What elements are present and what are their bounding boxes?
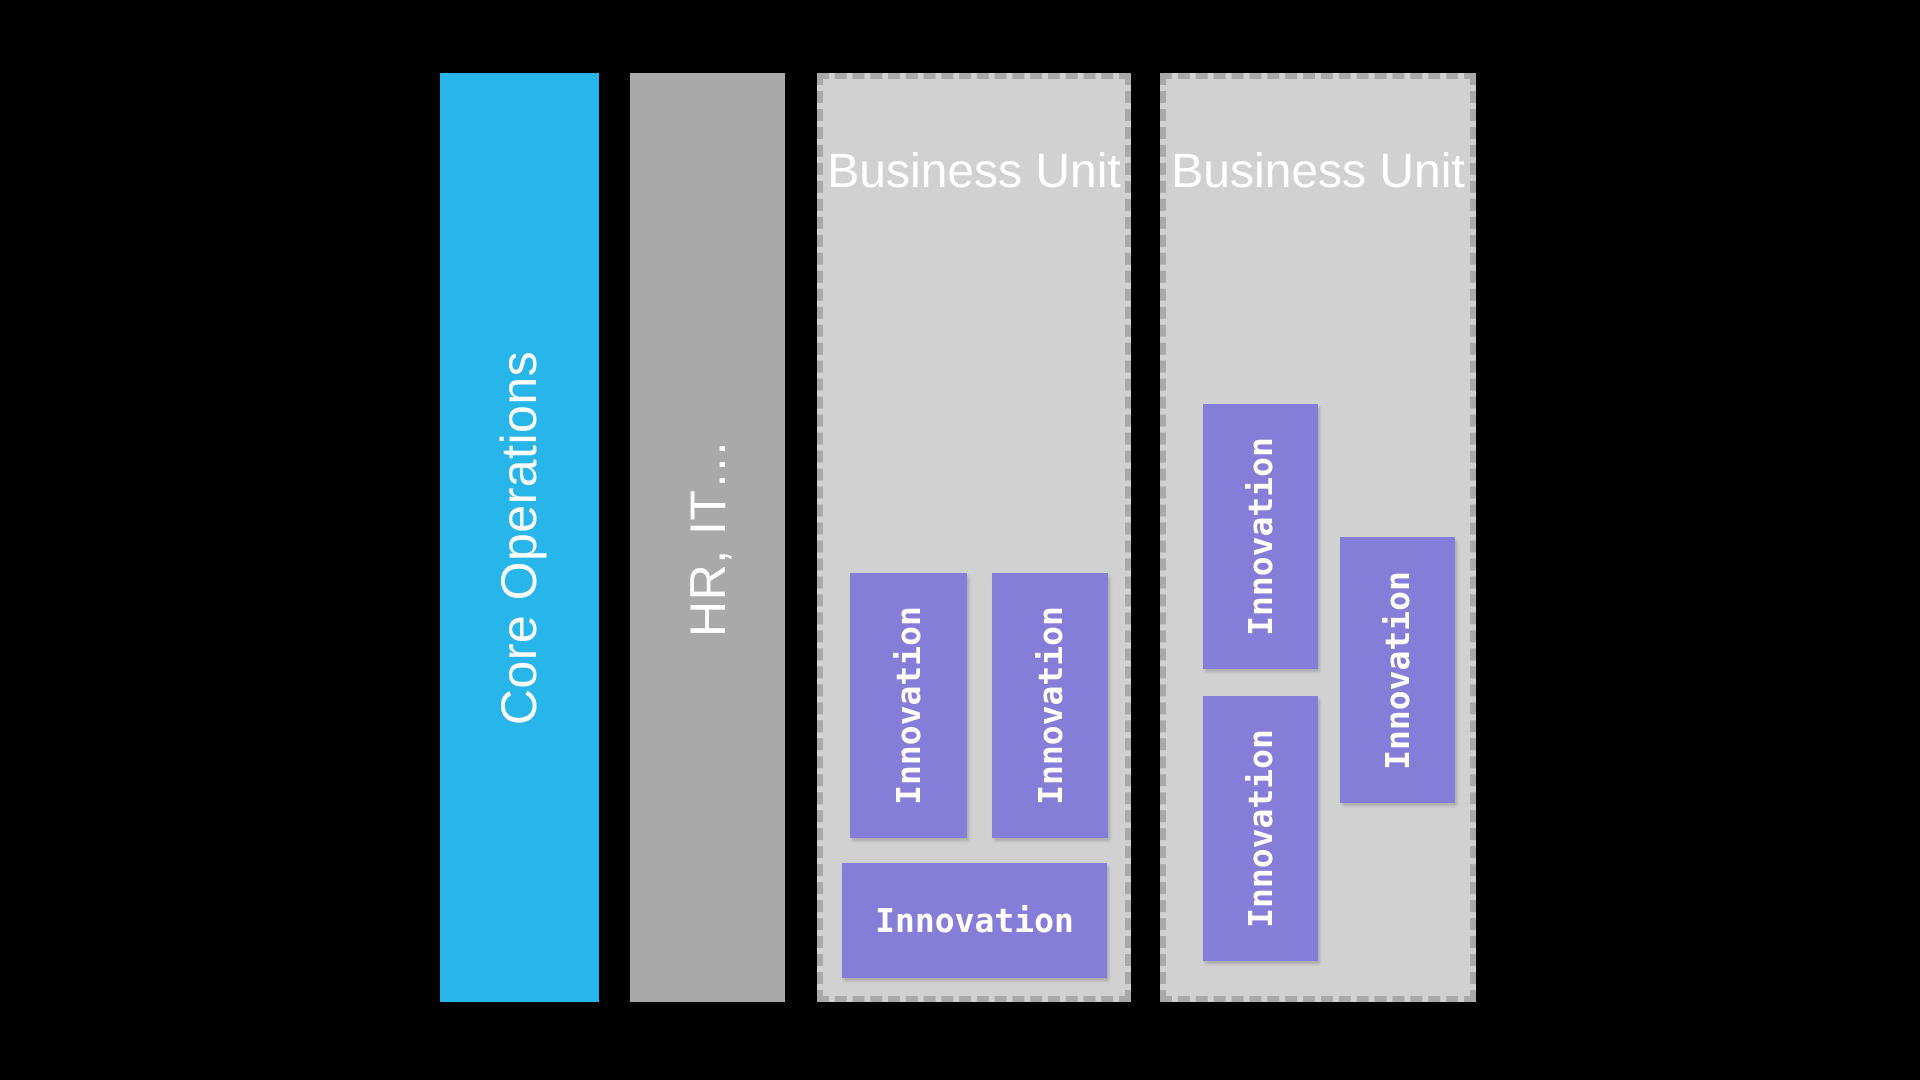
- innovation-label: Innovation: [889, 606, 928, 805]
- innovation-label: Innovation: [1241, 729, 1280, 928]
- business-unit-1: Business Unit Innovation Innovation Inno…: [817, 73, 1131, 1002]
- innovation-label: Innovation: [1378, 570, 1417, 770]
- innovation-label: Innovation: [1241, 437, 1280, 636]
- core-operations-bar: Core Operations: [440, 73, 599, 1002]
- business-unit-2: Business Unit Innovation Innovation Inno…: [1160, 73, 1476, 1002]
- shared-services-label: HR, IT…: [679, 438, 736, 637]
- innovation-label: Innovation: [1030, 606, 1070, 805]
- innovation-box: Innovation: [1203, 696, 1318, 961]
- innovation-label: Innovation: [875, 901, 1074, 940]
- business-unit-2-title: Business Unit: [1171, 145, 1465, 198]
- innovation-box: Innovation: [850, 573, 967, 838]
- shared-services-bar: HR, IT…: [630, 73, 785, 1002]
- innovation-box: Innovation: [842, 863, 1107, 978]
- innovation-box: Innovation: [1340, 537, 1455, 803]
- innovation-box: Innovation: [992, 573, 1108, 838]
- innovation-box: Innovation: [1203, 404, 1318, 669]
- business-unit-1-title: Business Unit: [827, 145, 1121, 198]
- core-operations-label: Core Operations: [491, 350, 548, 725]
